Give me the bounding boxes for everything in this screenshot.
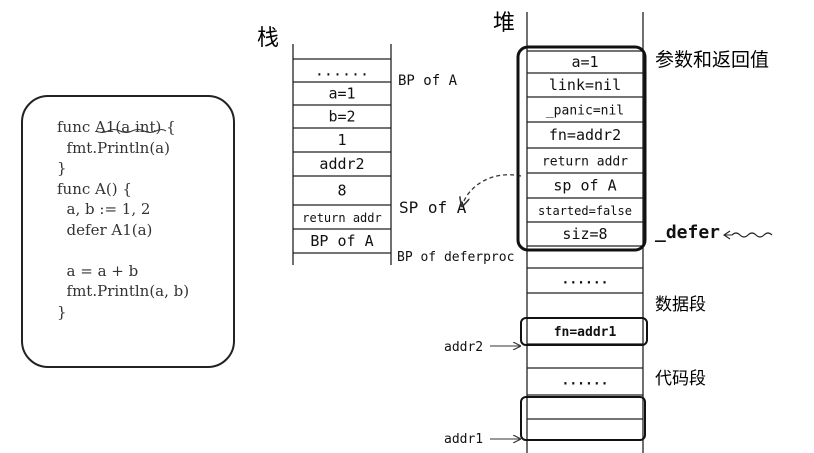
heap-defer-cell: a=1 bbox=[571, 53, 598, 71]
label-addr2: addr2 bbox=[444, 340, 483, 355]
heap-label-code-segment: 代码段 bbox=[655, 369, 706, 389]
heap-label-data-segment: 数据段 bbox=[655, 295, 706, 315]
heap-defer-cell: return addr bbox=[542, 155, 628, 170]
stack-title: 栈 bbox=[257, 26, 279, 51]
stack-cell: b=2 bbox=[328, 108, 355, 126]
code-line: func A1(a int) { bbox=[57, 118, 176, 136]
defer-squiggle-arrow bbox=[723, 230, 773, 240]
stack-cell: BP of A bbox=[310, 232, 373, 250]
label-addr1: addr1 bbox=[444, 432, 483, 447]
sp-pointer-arrow bbox=[462, 174, 522, 206]
code-line: a, b := 1, 2 bbox=[57, 200, 151, 218]
stack-cell: return addr bbox=[302, 211, 381, 225]
stack-rows: ...... a=1 b=2 1 addr2 8 return addr BP of A bbox=[293, 58, 391, 254]
fn-addr1-outline bbox=[520, 317, 648, 346]
code-underline bbox=[95, 129, 167, 133]
stack-cell: 8 bbox=[337, 182, 346, 200]
heap-dots-2: ...... bbox=[562, 374, 609, 389]
stack-label-bp-of-a: BP of A bbox=[398, 73, 458, 89]
heap-label-defer: _defer bbox=[655, 222, 720, 243]
code-line: defer A1(a) bbox=[57, 220, 153, 239]
code-line: fmt.Println(a, b) bbox=[57, 282, 190, 300]
stack-cell: ...... bbox=[315, 62, 369, 80]
heap-defer-cell: link=nil bbox=[549, 76, 621, 94]
heap-title: 堆 bbox=[493, 11, 515, 36]
stack-cell: addr2 bbox=[319, 155, 364, 173]
code-box bbox=[21, 95, 235, 368]
stack-label-sp-of-a: SP of A bbox=[399, 198, 467, 217]
heap-fn-addr1-cell: fn=addr1 bbox=[554, 325, 617, 340]
heap-defer-cell: siz=8 bbox=[562, 225, 607, 243]
heap-rows: a=1 link=nil _panic=nil fn=addr2 return addr… bbox=[527, 50, 643, 420]
heap-defer-cell: _panic=nil bbox=[546, 104, 624, 119]
defer-struct-outline bbox=[516, 45, 647, 252]
stack-label-bp-of-deferproc: BP of deferproc bbox=[397, 250, 514, 265]
heap-defer-cell: sp of A bbox=[553, 177, 616, 195]
code-line: func A() { bbox=[57, 179, 132, 198]
heap-defer-cell: fn=addr2 bbox=[549, 126, 621, 144]
stack-cell: 1 bbox=[337, 131, 346, 149]
code-cell-outline bbox=[520, 396, 646, 441]
heap-dots-1: ...... bbox=[562, 273, 609, 288]
heap-defer-cell: started=false bbox=[538, 204, 632, 218]
code-line: } bbox=[57, 159, 67, 177]
heap-label-params: 参数和返回值 bbox=[655, 49, 769, 71]
code-line: a = a + b bbox=[57, 261, 139, 280]
stack-cell: a=1 bbox=[328, 85, 355, 103]
code-line: fmt.Println(a) bbox=[57, 138, 170, 157]
code-line: } bbox=[57, 302, 67, 321]
